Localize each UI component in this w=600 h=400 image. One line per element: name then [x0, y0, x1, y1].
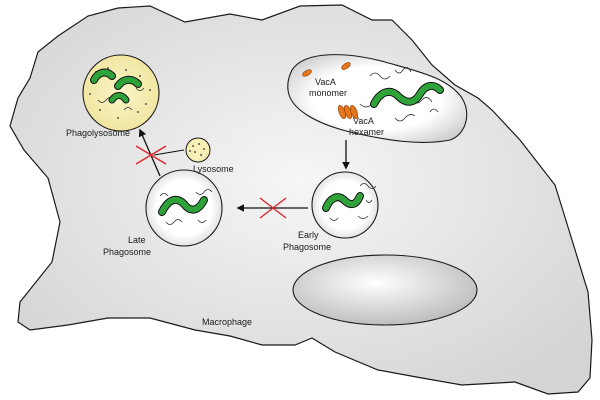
label-vaca-monomer-2: monomer	[309, 88, 347, 98]
early-phagosome-fibers	[329, 183, 377, 221]
bacterium-late	[159, 196, 207, 215]
lysosome-fusion-line	[153, 149, 185, 156]
label-macrophage: Macrophage	[202, 317, 252, 327]
bacterium-fragment	[115, 76, 141, 89]
vaca-hexamer-icon	[338, 105, 358, 119]
vaca-monomer-icon	[341, 62, 351, 70]
bacterium-fragment	[91, 69, 115, 83]
label-late-2: Phagosome	[103, 247, 151, 257]
late-phagosome-fibers	[159, 189, 213, 225]
label-vaca-hexamer-2: hexamer	[349, 127, 384, 137]
label-late-1: Late	[128, 235, 146, 245]
bacterium-early	[323, 193, 363, 211]
lysosome	[185, 137, 211, 163]
lysosome-granules	[189, 143, 205, 156]
blocked-x-icon	[135, 145, 167, 165]
label-early-1: Early	[298, 230, 319, 240]
arrow-late-to-phagolysosome	[138, 128, 161, 177]
vaca-monomer-icon	[302, 69, 312, 77]
label-phagolysosome: Phagolysosome	[66, 128, 130, 138]
label-early-2: Phagosome	[283, 242, 331, 252]
nucleus	[292, 254, 478, 326]
label-vaca-monomer-1: VacA	[315, 77, 336, 87]
bacterium-fragment	[109, 93, 129, 103]
label-lysosome: Lysosome	[193, 164, 234, 174]
blocked-x-icon	[259, 197, 287, 219]
label-vaca-hexamer-1: VacA	[353, 116, 374, 126]
